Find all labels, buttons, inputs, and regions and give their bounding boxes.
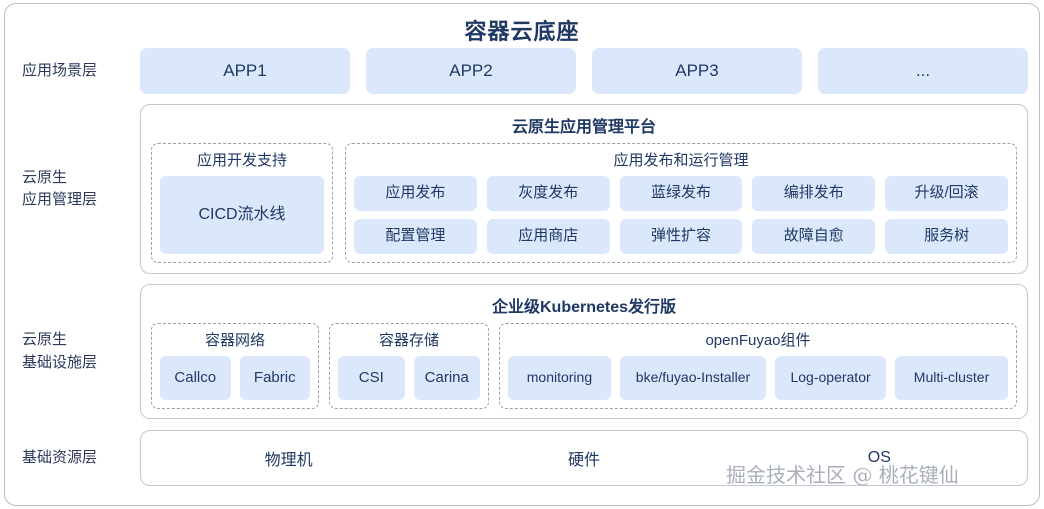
card-title-cninfra: 企业级Kubernetes发行版	[491, 299, 677, 316]
cloud-native-infra-body: 企业级Kubernetes发行版 容器网络 Callco Fabric 容器存储…	[140, 284, 1028, 419]
chip-release-item[interactable]: 服务树	[885, 219, 1008, 254]
chip-fuyao-item[interactable]: Multi-cluster	[895, 356, 1008, 400]
row-label-app-scenario: 应用场景层	[22, 61, 98, 79]
app-pill[interactable]: APP3	[592, 48, 802, 94]
chip-release-item[interactable]: 弹性扩容	[619, 219, 743, 254]
group-container-storage: 容器存储 CSI Carina	[329, 323, 489, 409]
group-container-network: 容器网络 Callco Fabric	[151, 323, 319, 409]
group-open-fuyao: openFuyao组件 monitoring bke/fuyao-Install…	[499, 323, 1017, 409]
chip-release-item[interactable]: 灰度发布	[486, 176, 610, 211]
chip-fuyao-item[interactable]: Log-operator	[775, 356, 887, 400]
app-pill[interactable]: ...	[818, 48, 1028, 94]
app-pill[interactable]: APP2	[366, 48, 576, 94]
row-label-line2: 基础设施层	[22, 353, 98, 371]
row-label-line2: 应用管理层	[22, 191, 98, 208]
base-resource-item: 物理机	[264, 452, 313, 469]
row-app-scenario: 应用场景层 APP1 APP2 APP3 ...	[16, 48, 1028, 94]
row-label-line1: 云原生	[22, 331, 68, 348]
row-label-cloud-native-app: 云原生 应用管理层	[16, 167, 140, 212]
chip-network-item[interactable]: Callco	[160, 356, 231, 400]
row-label-base-resource: 基础资源层	[22, 448, 98, 466]
row-cloud-native-infra: 云原生 基础设施层 企业级Kubernetes发行版 容器网络 Callco F…	[16, 284, 1028, 419]
group-dev-support: 应用开发支持 CICD流水线	[151, 143, 333, 263]
chip-release-item[interactable]: 蓝绿发布	[619, 176, 743, 211]
base-resource-body: 物理机 硬件 OS	[140, 430, 1028, 486]
group-title-release-mgmt: 应用发布和运行管理	[613, 152, 749, 169]
row-cloud-native-app: 云原生 应用管理层 云原生应用管理平台 应用开发支持 CICD流水线 应用发布和…	[16, 104, 1028, 274]
chip-cicd-pipeline[interactable]: CICD流水线	[160, 176, 324, 254]
group-title-dev-support: 应用开发支持	[196, 152, 287, 169]
cloud-native-app-platform-card: 云原生应用管理平台 应用开发支持 CICD流水线 应用发布和运行管理 应用发布 …	[140, 104, 1028, 274]
chip-release-item[interactable]: 应用商店	[486, 219, 610, 254]
base-resource-card: 物理机 硬件 OS	[140, 430, 1028, 486]
row-base-resource: 基础资源层 物理机 硬件 OS	[16, 430, 1028, 486]
card-title-cnapp: 云原生应用管理平台	[511, 119, 656, 136]
group-release-mgmt: 应用发布和运行管理 应用发布 灰度发布 蓝绿发布 编排发布 升级/回滚 配置管理…	[345, 143, 1017, 263]
chip-release-item[interactable]: 应用发布	[354, 176, 477, 211]
base-resource-item: OS	[867, 449, 891, 466]
group-title-container-network: 容器网络	[204, 332, 265, 349]
chip-release-item[interactable]: 编排发布	[752, 176, 876, 211]
group-title-container-storage: 容器存储	[378, 332, 439, 349]
cloud-native-app-body: 云原生应用管理平台 应用开发支持 CICD流水线 应用发布和运行管理 应用发布 …	[140, 104, 1028, 274]
group-title-open-fuyao: openFuyao组件	[705, 332, 811, 349]
base-resource-item: 硬件	[567, 452, 600, 469]
chip-storage-item[interactable]: CSI	[338, 356, 405, 400]
chip-storage-item[interactable]: Carina	[413, 356, 480, 400]
app-pill[interactable]: APP1	[140, 48, 350, 94]
row-label-cloud-native-infra: 云原生 基础设施层	[16, 329, 140, 374]
page-title: 容器云底座	[464, 19, 580, 44]
chip-network-item[interactable]: Fabric	[239, 356, 310, 400]
chip-fuyao-item[interactable]: monitoring	[508, 356, 611, 400]
chip-fuyao-item[interactable]: bke/fuyao-Installer	[619, 356, 767, 400]
chip-release-item[interactable]: 升级/回滚	[885, 176, 1008, 211]
row-label-line1: 云原生	[22, 168, 68, 186]
chip-release-item[interactable]: 配置管理	[354, 219, 477, 254]
chip-release-item[interactable]: 故障自愈	[752, 219, 876, 254]
kubernetes-distribution-card: 企业级Kubernetes发行版 容器网络 Callco Fabric 容器存储…	[140, 284, 1028, 419]
app-scenario-pills: APP1 APP2 APP3 ...	[140, 48, 1028, 94]
